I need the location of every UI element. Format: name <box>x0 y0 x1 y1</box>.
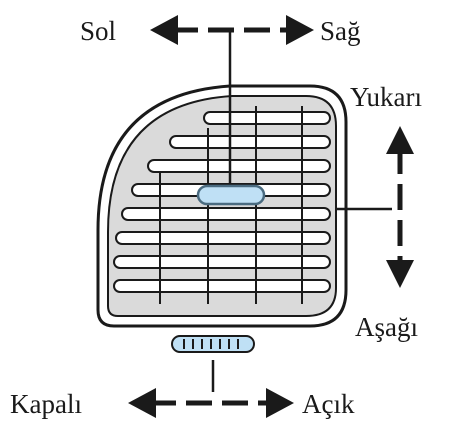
louver-slats <box>113 111 331 293</box>
horizontal-direction-arrow <box>150 15 314 45</box>
open-close-arrow <box>128 388 294 418</box>
arrow-up-icon <box>386 126 414 154</box>
label-right: Sağ <box>320 16 361 46</box>
thumbwheel <box>171 335 255 353</box>
label-left: Sol <box>80 16 116 46</box>
label-up: Yukarı <box>350 82 422 112</box>
arrow-closed-icon <box>128 388 156 418</box>
direction-knob <box>196 184 266 206</box>
label-closed: Kapalı <box>10 389 82 419</box>
arrow-open-icon <box>266 388 294 418</box>
arrow-right-icon <box>286 15 314 45</box>
arrow-down-icon <box>386 260 414 288</box>
label-open: Açık <box>302 389 355 419</box>
arrow-left-icon <box>150 15 178 45</box>
vertical-direction-arrow <box>386 126 414 288</box>
label-down: Aşağı <box>355 312 418 342</box>
